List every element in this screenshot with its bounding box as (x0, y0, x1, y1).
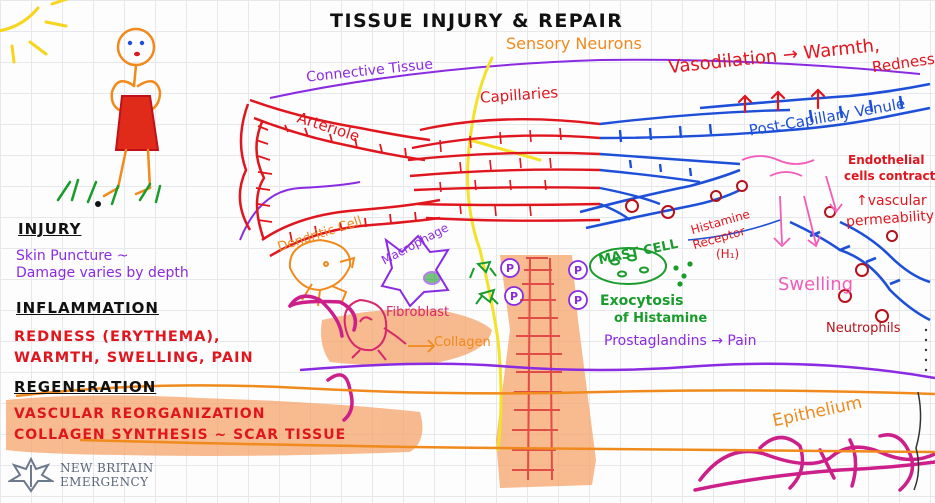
heading-inflammation: INFLAMMATION (16, 301, 159, 316)
label-cells-contract: cells contract (844, 170, 935, 182)
label-fibroblast: Fibroblast (386, 306, 449, 319)
label-exocytosis: Exocytosis (600, 294, 683, 308)
dotted-marks (925, 329, 927, 371)
sun-icon (0, 0, 70, 62)
logo-icon (8, 457, 54, 493)
label-h1: (H₁) (716, 248, 739, 260)
diagram-title: TISSUE INJURY & REPAIR (330, 12, 623, 31)
label-prostaglandins: Prostaglandins → Pain (604, 334, 757, 348)
person-figure (58, 29, 160, 207)
prostaglandin-p-label: P (510, 290, 518, 303)
capillaries-arterial (408, 119, 600, 220)
swelling-lines (742, 156, 842, 246)
logo-line-1: NEW BRITAIN (60, 462, 154, 474)
prostaglandin-p-label: P (574, 264, 582, 277)
logo-line-2: EMERGENCY (60, 476, 148, 488)
label-vascular: ↑vascular (856, 194, 927, 208)
prostaglandin-p-label: P (506, 262, 514, 275)
text-regeneration-2: COLLAGEN SYNTHESIS ~ SCAR TISSUE (14, 428, 346, 442)
label-neutrophils: Neutrophils (826, 322, 901, 335)
signature-mark (914, 392, 921, 490)
label-collagen: Collagen (434, 336, 491, 349)
text-injury-2: Damage varies by depth (16, 266, 189, 280)
prostaglandin-p-label: P (574, 294, 582, 307)
text-inflammation-2: WARMTH, SWELLING, PAIN (14, 351, 254, 366)
text-regeneration-1: VASCULAR REORGANIZATION (14, 407, 265, 421)
text-inflammation-1: REDNESS (ERYTHEMA), (14, 330, 221, 345)
label-endothelial: Endothelial (848, 154, 924, 166)
heading-injury: INJURY (18, 222, 82, 237)
text-injury-1: Skin Puncture ~ (16, 249, 128, 263)
heading-regeneration: REGENERATION (14, 380, 156, 395)
label-of-histamine: of Histamine (614, 312, 707, 325)
label-sensory-neurons: Sensory Neurons (506, 36, 642, 52)
label-swelling: Swelling (778, 276, 853, 294)
